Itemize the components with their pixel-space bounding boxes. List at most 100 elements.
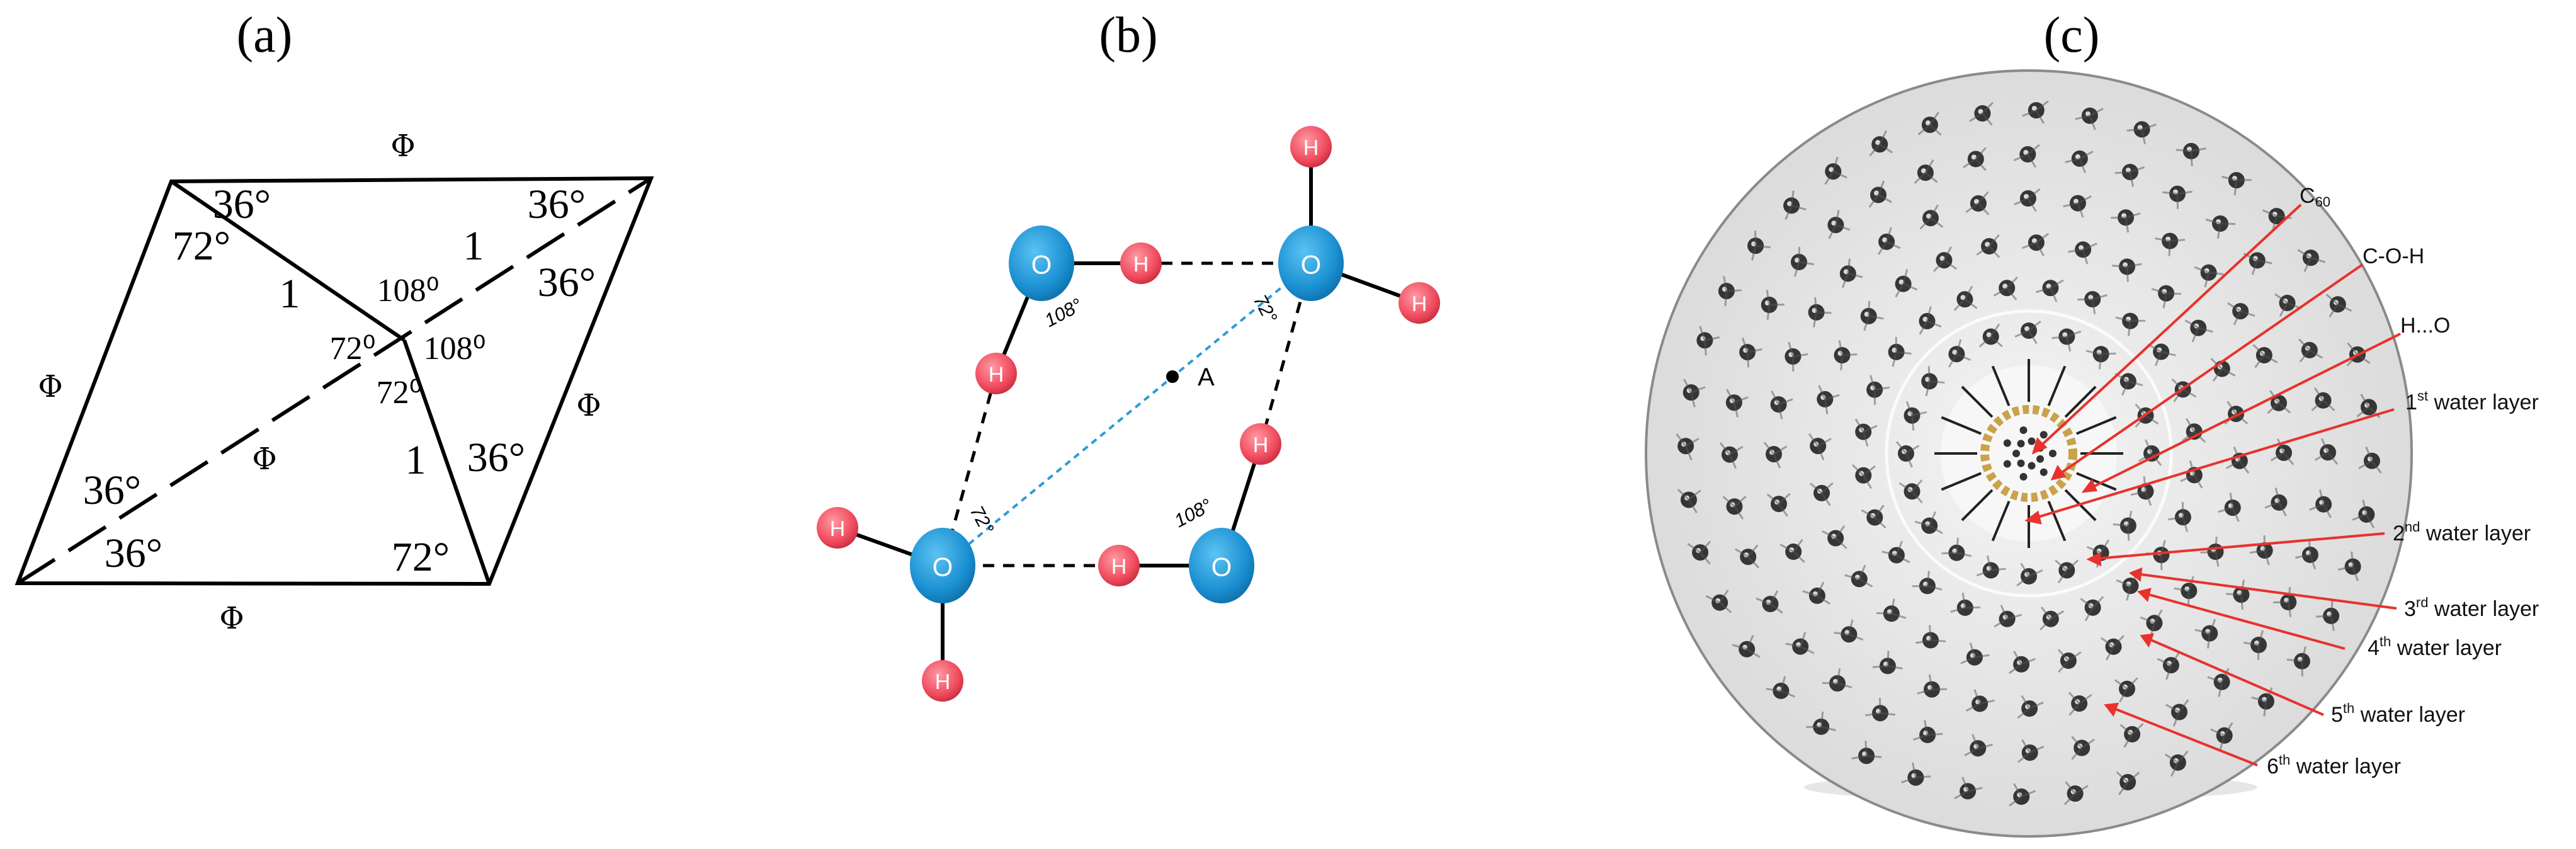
angle-bottom-left-36-upper: 36° <box>83 467 141 513</box>
water-molecule-glyph <box>2249 535 2273 566</box>
edge-label-top: Φ <box>390 128 415 164</box>
label-layer-2: 2nd water layer <box>2393 519 2531 545</box>
svg-text:H: H <box>989 363 1004 387</box>
water-molecule-glyph <box>2226 447 2250 474</box>
water-molecule-glyph <box>1976 234 2000 258</box>
water-molecule-glyph <box>2077 291 2108 315</box>
water-molecule-glyph <box>1834 619 1864 643</box>
leader-line-layer-5 <box>2142 635 2324 716</box>
angle-center-108-upper: 108⁰ <box>377 273 440 309</box>
c60-core <box>2003 426 2057 481</box>
water-molecule-glyph <box>2115 312 2146 336</box>
angle-top-left-72: 72° <box>173 223 230 269</box>
c60-atom <box>2019 473 2028 481</box>
inner-edge-bottom <box>402 339 491 584</box>
water-molecule-glyph <box>1719 442 1744 469</box>
water-molecule-glyph <box>1822 668 1853 692</box>
water-molecule-glyph <box>1854 418 1878 447</box>
angle-72-top-right: 72° <box>1249 292 1281 327</box>
water-molecule-glyph <box>1993 276 2018 301</box>
water-molecule-glyph <box>1914 511 1943 535</box>
angle-top-right-36-upper: 36° <box>528 181 586 227</box>
inner-ring <box>1885 309 2173 598</box>
water-molecule-glyph <box>1915 625 1946 649</box>
label-layer-6: 6th water layer <box>2267 752 2401 778</box>
water-molecule-glyph <box>1676 433 1699 460</box>
c60-atom <box>2019 426 2028 434</box>
water-molecule-glyph <box>2063 195 2092 218</box>
angle-108-bottom-right: 108° <box>1171 495 1215 532</box>
water-molecule-glyph <box>2297 249 2326 272</box>
svg-text:H: H <box>830 517 846 541</box>
radial-spoke <box>1991 501 2011 542</box>
water-molecule-glyph <box>1866 375 1890 405</box>
water-molecule-glyph <box>2008 651 2036 675</box>
water-molecule-glyph <box>2167 502 2191 532</box>
angle-center-72-left: 72⁰ <box>330 331 376 367</box>
radial-spoke <box>2076 472 2117 491</box>
water-molecule-glyph <box>1919 204 1944 230</box>
leader-line-layer-6 <box>2106 704 2258 766</box>
water-molecule-glyph <box>1869 130 1893 157</box>
water-molecule-glyph <box>1978 323 2003 348</box>
water-molecule-glyph <box>2013 144 2040 168</box>
arrowhead <box>2137 588 2152 602</box>
water-molecule-glyph <box>2055 559 2079 584</box>
edge-label-left: Φ <box>38 369 62 404</box>
water-molecule-glyph <box>1919 306 1942 335</box>
radial-spoke <box>1961 385 1994 418</box>
label-coh: C-O-H <box>2363 244 2424 268</box>
long-diagonal-dashed <box>16 176 652 585</box>
water-molecule-glyph <box>2252 344 2278 368</box>
water-molecule-glyph <box>2181 418 2206 443</box>
water-molecule-glyph <box>2205 215 2236 239</box>
water-molecule-glyph <box>1696 326 1720 356</box>
water-molecule-glyph <box>2267 390 2291 414</box>
water-molecule-glyph <box>2009 783 2036 807</box>
diagonal-dashed-blue <box>941 262 1312 567</box>
leader-line-ho <box>2084 333 2401 493</box>
water-molecule-glyph <box>2016 562 2043 587</box>
water-molecule-glyph <box>2337 551 2361 581</box>
water-molecule-glyph <box>1868 180 1892 208</box>
edge-label-right: Φ <box>576 388 601 423</box>
water-molecule-glyph <box>2063 781 2089 806</box>
water-molecule-glyph <box>2298 338 2324 363</box>
water-molecule-glyph <box>2114 164 2145 187</box>
water-molecule-glyph <box>2022 100 2049 124</box>
angle-top-left-36: 36° <box>213 181 271 227</box>
hydrogen-atom: H <box>1120 242 1162 284</box>
radial-spoke <box>2064 385 2097 418</box>
water-molecule-glyph <box>1822 525 1847 549</box>
water-molecule-glyph <box>2114 677 2138 703</box>
angle-center-72-lower: 72⁰ <box>377 375 423 411</box>
water-molecule-glyph <box>1914 159 1938 184</box>
water-molecule-glyph <box>1763 442 1788 469</box>
water-molecule-glyph <box>1921 366 1945 397</box>
c60-atom <box>2040 431 2048 439</box>
hydrogen-atom: H <box>922 660 963 702</box>
water-molecule-glyph <box>1912 571 1943 595</box>
water-molecule-glyph <box>1953 285 1978 311</box>
radial-spoke <box>1991 365 2011 406</box>
leader-line-layer-1 <box>2027 408 2395 521</box>
arrowhead <box>2050 464 2067 481</box>
water-molecule-glyph <box>1964 734 1993 757</box>
water-molecule-glyph <box>1881 540 1910 564</box>
water-molecule-glyph <box>2110 209 2141 233</box>
water-molecule-glyph <box>1917 674 1948 698</box>
arrowhead <box>2086 552 2102 567</box>
water-molecule-glyph <box>1806 711 1836 735</box>
radial-spoke <box>1941 472 1982 491</box>
arrowhead <box>2031 437 2048 455</box>
hydrogen-atom: H <box>1290 126 1332 168</box>
oxygen-atom: O <box>1189 528 1254 603</box>
label-ho: H...O <box>2400 314 2450 338</box>
water-molecule-glyph <box>1785 632 1815 655</box>
water-molecule-glyph <box>2325 293 2352 318</box>
water-molecule-glyph <box>2155 232 2186 256</box>
label-layer-1: 1st water layer <box>2405 388 2539 414</box>
water-molecule-glyph <box>2068 692 2092 716</box>
arrowhead <box>2128 567 2143 582</box>
center-point-a <box>1166 370 1179 383</box>
